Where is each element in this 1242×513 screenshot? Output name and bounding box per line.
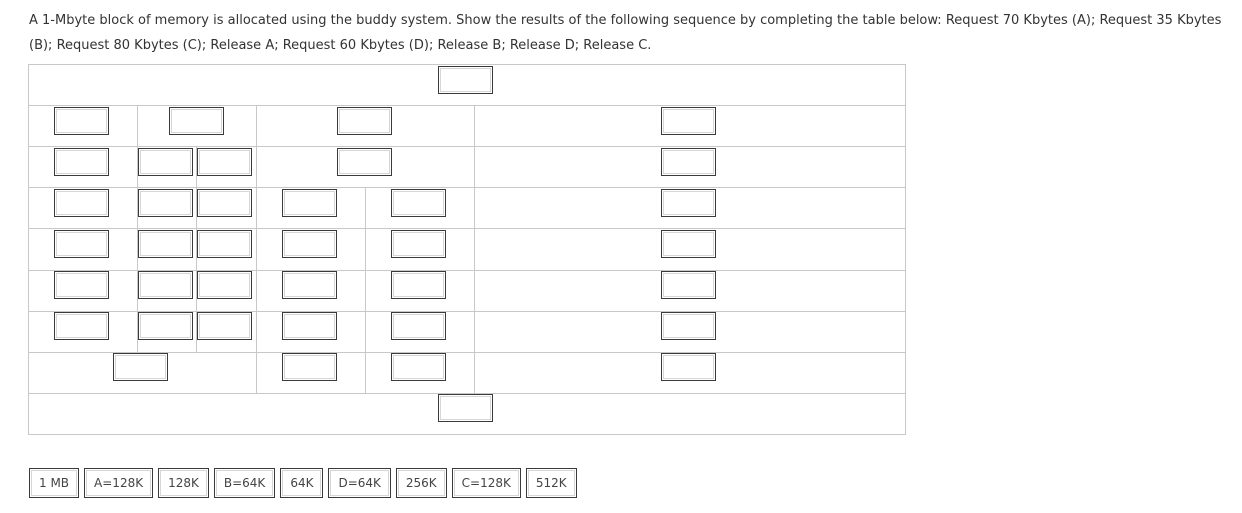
question-text: A 1-Mbyte block of memory is allocated u… bbox=[29, 13, 1222, 53]
col-divider-512k bbox=[474, 105, 475, 393]
drop-slot-r7-c1[interactable] bbox=[54, 312, 109, 340]
drop-slot-r4-c4[interactable] bbox=[282, 189, 337, 217]
drop-slot-r4-c6[interactable] bbox=[661, 189, 716, 217]
drop-slot-r6-c6[interactable] bbox=[661, 271, 716, 299]
drop-slot-r3-c2[interactable] bbox=[138, 148, 193, 176]
drop-slot-r4-c3[interactable] bbox=[197, 189, 252, 217]
option-128k[interactable]: 128K bbox=[158, 468, 209, 498]
drop-slot-r3-c3[interactable] bbox=[197, 148, 252, 176]
row-divider bbox=[29, 228, 905, 229]
row-divider bbox=[29, 105, 905, 106]
drop-slot-r8-c4[interactable] bbox=[661, 353, 716, 381]
drop-slot-r3-c1[interactable] bbox=[54, 148, 109, 176]
drop-slot-r4-c5[interactable] bbox=[391, 189, 446, 217]
col-divider-128k-right bbox=[365, 187, 366, 393]
drop-slot-r7-c2[interactable] bbox=[138, 312, 193, 340]
drop-slot-r5-c4[interactable] bbox=[282, 230, 337, 258]
row-divider bbox=[29, 187, 905, 188]
col-divider-128k bbox=[137, 105, 138, 352]
drop-slot-r1-1mb[interactable] bbox=[438, 66, 493, 94]
row-divider bbox=[29, 393, 905, 394]
buddy-allocation-table bbox=[28, 64, 906, 435]
row-divider bbox=[29, 270, 905, 271]
row-divider bbox=[29, 146, 905, 147]
drop-slot-r6-c4[interactable] bbox=[282, 271, 337, 299]
drop-slot-r5-c3[interactable] bbox=[197, 230, 252, 258]
option-d-64k[interactable]: D=64K bbox=[328, 468, 391, 498]
option-256k[interactable]: 256K bbox=[395, 468, 447, 498]
drop-slot-r4-c2[interactable] bbox=[138, 189, 193, 217]
drop-slot-r2-c4[interactable] bbox=[661, 107, 716, 135]
drop-slot-r8-c2[interactable] bbox=[282, 353, 337, 381]
drop-slot-r9-1mb[interactable] bbox=[438, 394, 493, 422]
answer-options-bank: 1 MB A=128K 128K B=64K 64K D=64K 256K C=… bbox=[29, 468, 577, 498]
row-divider bbox=[29, 311, 905, 312]
drop-slot-r6-c5[interactable] bbox=[391, 271, 446, 299]
drop-slot-r2-c2[interactable] bbox=[169, 107, 224, 135]
drop-slot-r8-c1[interactable] bbox=[113, 353, 168, 381]
drop-slot-r4-c1[interactable] bbox=[54, 189, 109, 217]
drop-slot-r8-c3[interactable] bbox=[391, 353, 446, 381]
drop-slot-r5-c5[interactable] bbox=[391, 230, 446, 258]
option-c-128k[interactable]: C=128K bbox=[451, 468, 521, 498]
option-1mb[interactable]: 1 MB bbox=[29, 468, 80, 498]
col-divider-256k bbox=[256, 105, 257, 393]
option-512k[interactable]: 512K bbox=[525, 468, 577, 498]
col-divider-64k bbox=[196, 146, 197, 352]
drop-slot-r7-c5[interactable] bbox=[391, 312, 446, 340]
drop-slot-r7-c4[interactable] bbox=[282, 312, 337, 340]
drop-slot-r5-c1[interactable] bbox=[54, 230, 109, 258]
drop-slot-r7-c3[interactable] bbox=[197, 312, 252, 340]
drop-slot-r7-c6[interactable] bbox=[661, 312, 716, 340]
drop-slot-r6-c1[interactable] bbox=[54, 271, 109, 299]
drop-slot-r6-c3[interactable] bbox=[197, 271, 252, 299]
drop-slot-r5-c6[interactable] bbox=[661, 230, 716, 258]
drop-slot-r2-c3[interactable] bbox=[337, 107, 392, 135]
option-b-64k[interactable]: B=64K bbox=[213, 468, 276, 498]
drop-slot-r5-c2[interactable] bbox=[138, 230, 193, 258]
drop-slot-r2-c1[interactable] bbox=[54, 107, 109, 135]
option-a-128k[interactable]: A=128K bbox=[84, 468, 154, 498]
drop-slot-r3-c5[interactable] bbox=[661, 148, 716, 176]
row-divider bbox=[29, 352, 905, 353]
drop-slot-r3-c4[interactable] bbox=[337, 148, 392, 176]
option-64k[interactable]: 64K bbox=[280, 468, 324, 498]
drop-slot-r6-c2[interactable] bbox=[138, 271, 193, 299]
